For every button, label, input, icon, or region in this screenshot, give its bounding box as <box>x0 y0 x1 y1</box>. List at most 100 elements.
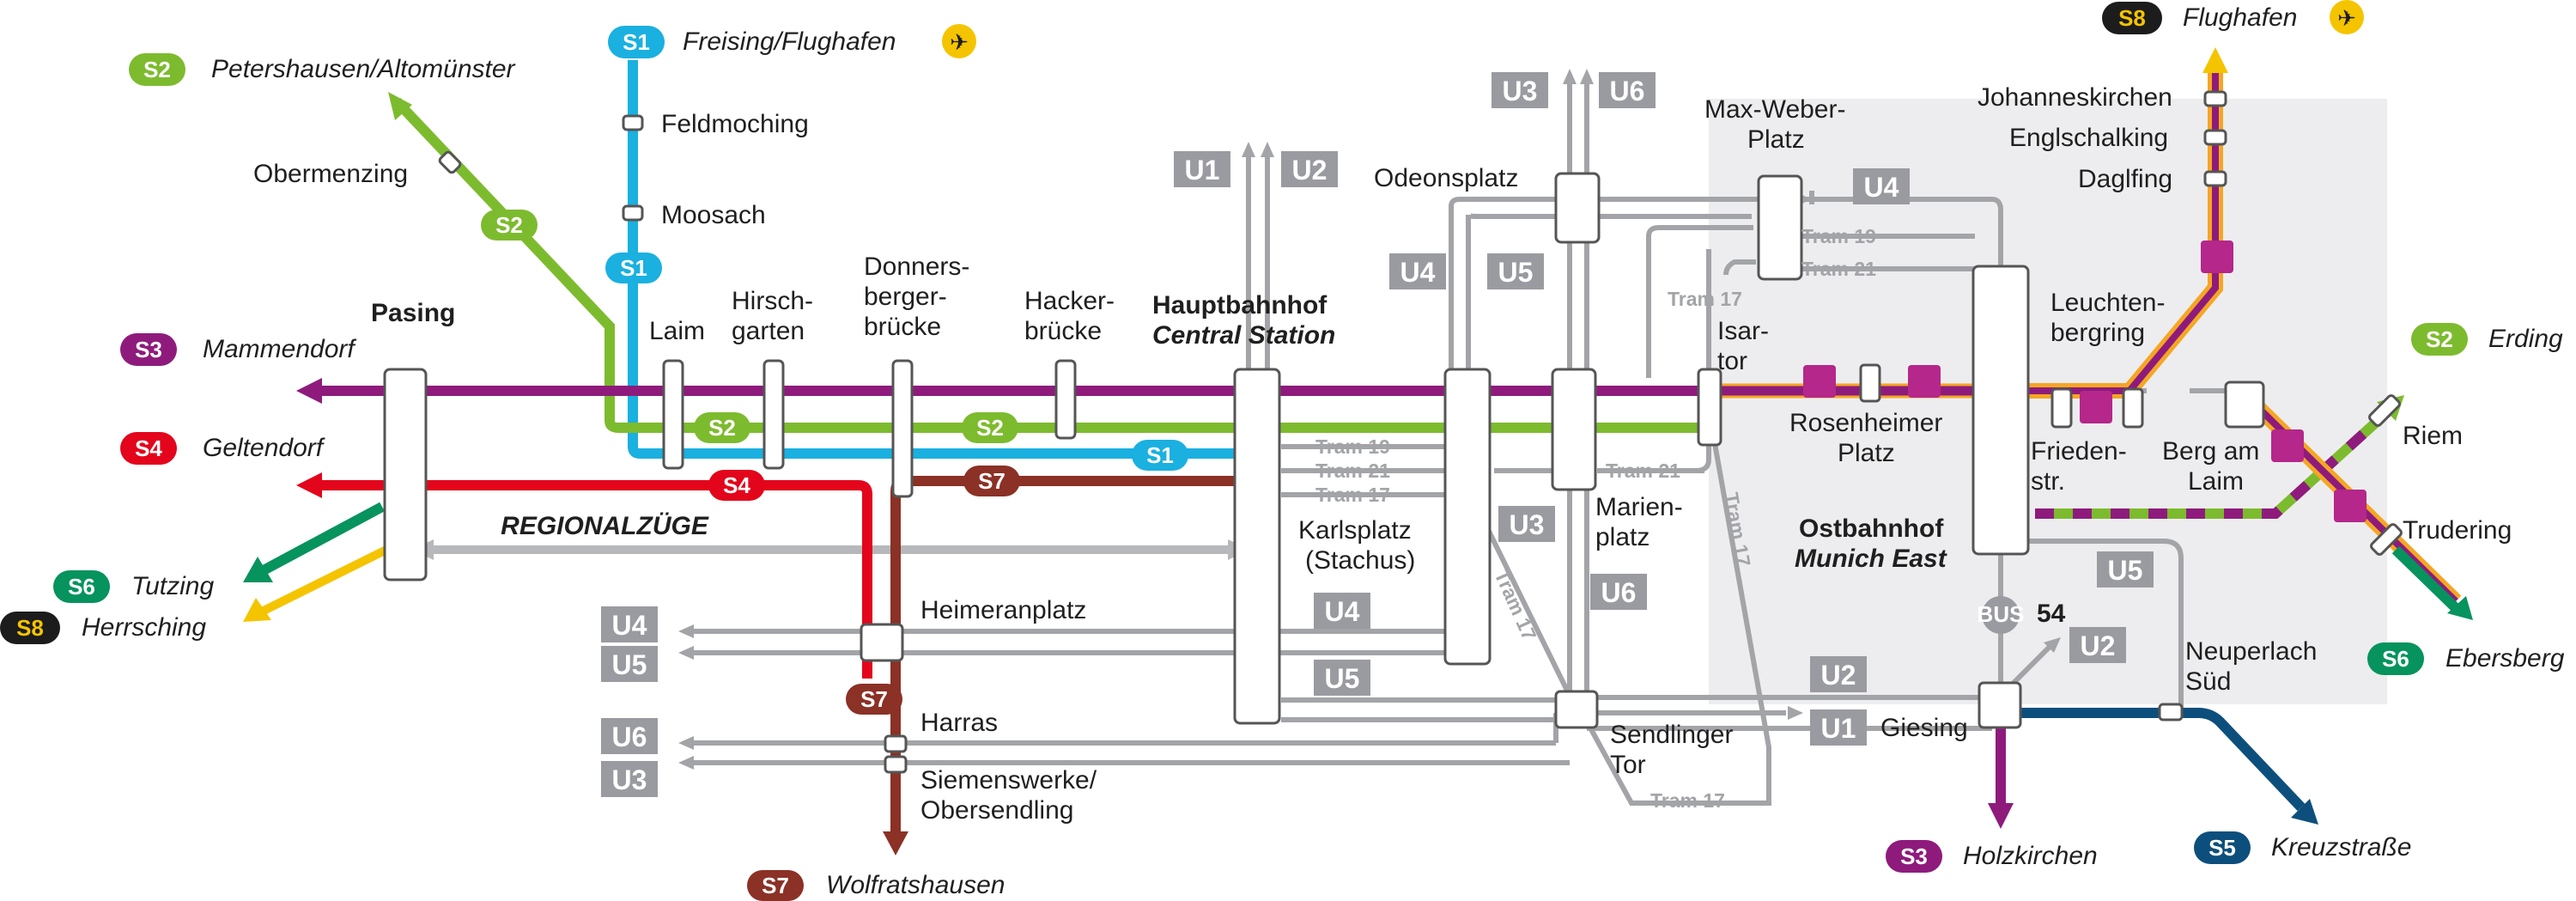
u2-sendl-badge: U2 <box>1821 660 1856 691</box>
station-donnersbergerbruecke[interactable] <box>891 359 914 498</box>
station-laim[interactable] <box>662 359 684 470</box>
s4-center-badge-text: S4 <box>723 472 750 498</box>
s3-west-destination: Mammendorf <box>203 335 356 363</box>
u6-harras-badge: U6 <box>612 721 647 752</box>
station-ostbahnhof[interactable] <box>1971 265 2030 556</box>
station-maxweberplatz[interactable] <box>1757 174 1803 281</box>
station-moosach[interactable] <box>622 204 644 222</box>
station-johanneskirchen[interactable] <box>2203 90 2227 107</box>
station-heimeranplatz[interactable] <box>860 623 904 662</box>
s6-east-arrow <box>2447 596 2473 620</box>
s7-south-badge <box>846 684 902 715</box>
station-bergamlaim[interactable] <box>2224 380 2265 429</box>
s6-east-badge-text: S6 <box>2382 646 2409 672</box>
station-daglfing[interactable] <box>2203 170 2227 187</box>
airport-icon-glyph: ✈ <box>950 29 969 55</box>
u4-max-badge: U4 <box>1864 172 1899 203</box>
s2-east-badge <box>2411 323 2468 356</box>
label-leuchtenbergring-1: Leuchten- <box>2050 289 2165 317</box>
s3-south-destination: Holzkirchen <box>1963 842 2098 870</box>
station-leuchtenbergring[interactable] <box>2122 387 2144 429</box>
station-rosenheimerplatz[interactable] <box>1859 363 1881 403</box>
station-feldmoching[interactable] <box>622 114 644 131</box>
label-trudering: Trudering <box>2403 516 2512 545</box>
label-marienplatz-2: platz <box>1595 523 1649 551</box>
bus-badge: BUS <box>1978 601 2025 627</box>
label-moosach: Moosach <box>661 201 766 229</box>
station-friedenstr[interactable] <box>2050 387 2073 429</box>
s5-line <box>2009 708 2306 812</box>
station-riem[interactable] <box>2368 394 2401 427</box>
label-siemenswerke-1: Siemenswerke/ <box>920 766 1097 794</box>
u1-top-badge: U1 <box>1185 155 1220 186</box>
s2-diag-badge <box>481 210 538 240</box>
station-hauptbahnhof[interactable] <box>1233 368 1281 725</box>
label-rosenheimerplatz-2: Platz <box>1838 439 1895 467</box>
station-neuperlach[interactable] <box>2158 703 2184 721</box>
train-icon <box>2201 240 2233 273</box>
station-siemenswerke[interactable] <box>884 755 908 774</box>
regional-trains-label: REGIONALZÜGE <box>501 512 709 540</box>
station-harras[interactable] <box>884 734 908 753</box>
tram19-hbf: Tram 19 <box>1315 435 1390 458</box>
s3-west-arrow <box>296 378 322 404</box>
s6-west-arrow <box>243 557 273 582</box>
s4-badge-text: S4 <box>135 435 162 461</box>
s5-badge <box>2194 831 2251 864</box>
s2-east-badge-text: S2 <box>2426 326 2453 352</box>
label-isartor-1: Isar- <box>1717 317 1769 345</box>
station-marienplatz[interactable] <box>1551 368 1597 491</box>
station-odeonsplatz[interactable] <box>1554 172 1601 244</box>
s8-north-destination: Flughafen <box>2183 3 2297 32</box>
label-hackerbruecke-1: Hacker- <box>1024 287 1115 315</box>
station-englschalking[interactable] <box>2203 129 2227 146</box>
station-hackerbruecke[interactable] <box>1054 359 1077 440</box>
label-hackerbruecke-2: brücke <box>1024 317 1102 345</box>
s2-west-arrow <box>388 92 412 120</box>
tram17-isar: Tram 17 <box>1668 288 1742 310</box>
label-donnersbergerbruecke-3: brücke <box>864 313 941 341</box>
station-pasing[interactable] <box>383 368 428 581</box>
s8-west-badge-text: S8 <box>16 615 44 641</box>
label-friedenstr-1: Frieden- <box>2031 437 2127 466</box>
s6-east-green <box>2391 545 2460 612</box>
s7-destination: Wolfratshausen <box>826 871 1005 899</box>
u3-top-badge: U3 <box>1503 76 1538 107</box>
s2-diag-badge-text: S2 <box>495 212 523 238</box>
s2-west-line <box>392 97 1709 433</box>
s4-line <box>322 480 872 679</box>
s3-west-badge-text: S3 <box>135 337 162 362</box>
bus-stop-icon <box>1982 596 2020 634</box>
label-odeonsplatz: Odeonsplatz <box>1374 164 1518 192</box>
s4-destination: Geltendorf <box>203 434 325 462</box>
airport-icon <box>2330 0 2364 34</box>
train-icon <box>2271 429 2304 462</box>
station-trudering[interactable] <box>2370 523 2403 556</box>
s7-arrow <box>883 831 908 855</box>
tram21-hbf: Tram 21 <box>1315 460 1390 482</box>
label-ostbahnhof: Ostbahnhof <box>1799 514 1944 543</box>
label-harras: Harras <box>920 709 998 737</box>
label-bergamlaim-2: Laim <box>2188 467 2244 496</box>
s2-west-badge <box>129 53 185 86</box>
s7-south-route-badge <box>747 870 804 901</box>
station-karlsplatz[interactable] <box>1443 368 1492 666</box>
ubahn-tram-lines <box>422 77 2184 806</box>
station-sendlingertor[interactable] <box>1554 690 1599 729</box>
station-giesing[interactable] <box>1978 681 2022 729</box>
s7-center-badge-text: S7 <box>978 468 1005 494</box>
s3-west-badge <box>120 333 177 366</box>
label-hirschgarten-2: garten <box>732 317 805 345</box>
s8-north-arrow <box>2202 47 2228 73</box>
label-pasing: Pasing <box>371 299 455 327</box>
station-hirschgarten[interactable] <box>762 359 785 470</box>
station-markers <box>383 90 2403 774</box>
s7-south-route-badge-text: S7 <box>762 873 789 898</box>
s6-east-badge <box>2367 642 2424 675</box>
label-hauptbahnhof: Hauptbahnhof <box>1152 291 1327 320</box>
u3-mari-badge: U3 <box>1510 509 1545 540</box>
station-obermenzing[interactable] <box>438 150 462 174</box>
station-isartor[interactable] <box>1697 368 1722 447</box>
airport-icon <box>942 24 976 58</box>
s6-east-destination: Ebersberg <box>2445 644 2565 673</box>
